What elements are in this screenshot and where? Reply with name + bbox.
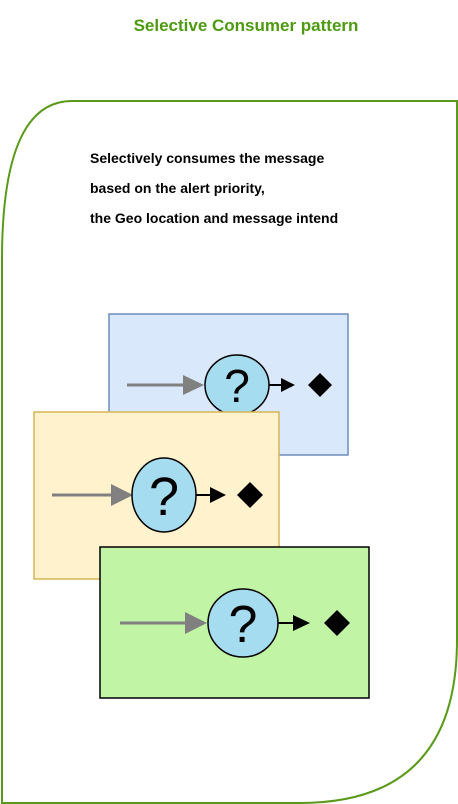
input-arrow-head (185, 612, 207, 634)
output-arrow-head (210, 487, 226, 503)
output-arrow-head (281, 378, 295, 392)
output-arrow-head (293, 615, 310, 631)
question-mark-icon: ? (229, 596, 258, 654)
page-title: Selective Consumer pattern (133, 16, 359, 35)
question-mark-icon: ? (224, 360, 250, 412)
question-mark-icon: ? (149, 467, 179, 527)
outer-frame (0, 100, 458, 804)
output-endpoint-diamond (308, 373, 332, 397)
output-endpoint-diamond (237, 482, 263, 508)
input-arrow-head (183, 375, 204, 395)
input-arrow-head (111, 484, 133, 506)
description-line-3: the Geo location and message intend (90, 210, 339, 226)
output-endpoint-diamond (324, 610, 350, 636)
description-line-1: Selectively consumes the message (90, 150, 325, 166)
description-line-2: based on the alert priority, (90, 180, 265, 196)
card-green: ? (99, 546, 370, 699)
